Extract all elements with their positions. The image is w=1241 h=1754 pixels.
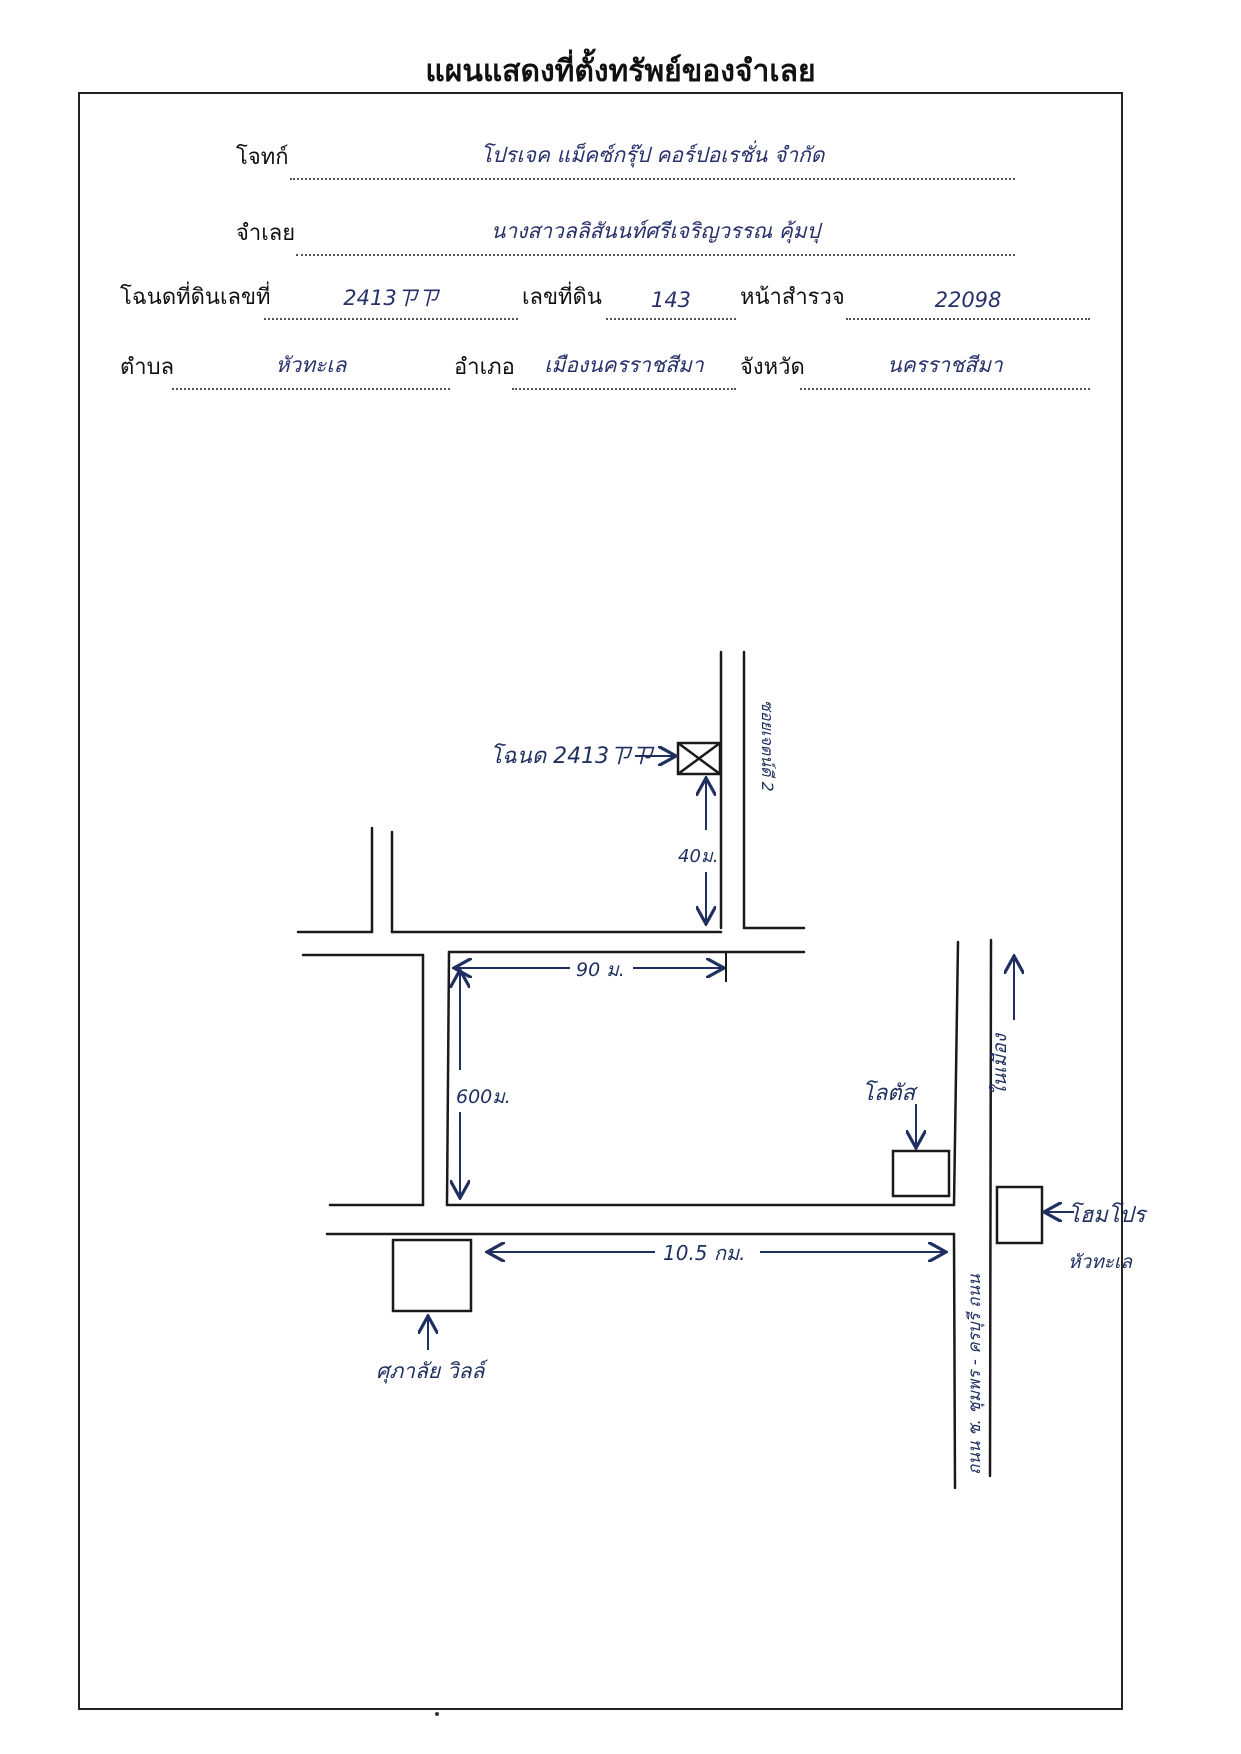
province-field: นครราชสีมา <box>800 352 1090 390</box>
deed-field: 2413ㄗㄗ <box>264 282 518 320</box>
survey-value: 22098 <box>934 288 1002 312</box>
lotus-label: โลตัส <box>862 1080 919 1106</box>
land-no-label: เลขที่ดิน <box>522 285 602 310</box>
deed-marker-cross-b <box>677 741 721 776</box>
province-label: จังหวัด <box>740 355 805 380</box>
location-row: ตำบล หัวทะเล อำเภอ เมืองนครราชสีมา จังหว… <box>0 350 1241 390</box>
homepro-building <box>995 1185 1044 1245</box>
plaintiff-field: โปรเจค แม็คซ์กรุ๊ป คอร์ปอเรชั่น จำกัด <box>290 142 1015 180</box>
district-label: อำเภอ <box>454 355 515 380</box>
land-no-field: 143 <box>606 282 736 320</box>
middle-road-right-edge <box>445 950 451 1207</box>
subdistrict-value: หัวทะเล <box>275 353 347 377</box>
roads <box>296 650 993 1490</box>
village-building <box>391 1238 473 1313</box>
village-label: ศุภาลัย วิลล์ <box>376 1359 488 1384</box>
highway-left-edge-top <box>952 940 960 1207</box>
homepro-label: โฮมโปร <box>1068 1202 1149 1228</box>
highway-left-edge-bottom <box>952 1232 957 1490</box>
deed-label: โฉนดที่ดินเลขที่ <box>120 285 271 310</box>
to-city-label: ในเมือง <box>988 1032 1011 1096</box>
deed-marker <box>676 741 722 776</box>
defendant-row: จำเลย นางสาวลลิสันนท์ศรีเจริญวรรณ คุ้มปุ <box>0 216 1241 256</box>
page-title: แผนแสดงที่ตั้งทรัพย์ของจำเลย <box>425 54 816 89</box>
document-frame <box>78 92 1123 1710</box>
defendant-value: นางสาวลลิสันนท์ศรีเจริญวรรณ คุ้มปุ <box>491 219 820 243</box>
deed-row: โฉนดที่ดินเลขที่ 2413ㄗㄗ เลขที่ดิน 143 หน… <box>0 280 1241 320</box>
dist-40-label: 40ม. <box>678 846 719 867</box>
plaintiff-row: โจทก์ โปรเจค แม็คซ์กรุ๊ป คอร์ปอเรชั่น จำ… <box>0 140 1241 180</box>
lotus-building <box>891 1149 951 1198</box>
dist-105-label: 10.5 กม. <box>663 1241 746 1265</box>
subdistrict-field: หัวทะเล <box>172 352 450 390</box>
plaintiff-label: โจทก์ <box>236 145 289 170</box>
defendant-label: จำเลย <box>236 221 296 246</box>
deed-marker-label: โฉนด 2413ㄗㄗ <box>490 743 655 769</box>
survey-label: หน้าสำรวจ <box>740 285 845 310</box>
road-name-label: ซอยเจตน์ดี 2 <box>758 700 777 792</box>
huathale-label: หัวทะเล <box>1068 1251 1133 1273</box>
highway-right-edge <box>988 938 993 1478</box>
district-field: เมืองนครราชสีมา <box>512 352 736 390</box>
district-value: เมืองนครราชสีมา <box>544 353 704 377</box>
dist-600-label: 600ม. <box>456 1086 511 1108</box>
highway-label: ถนน ช. ชุมพร - ครบุรี ถนน <box>965 1274 985 1475</box>
defendant-field: นางสาวลลิสันนท์ศรีเจริญวรรณ คุ้มปุ <box>296 218 1015 256</box>
plaintiff-value: โปรเจค แม็คซ์กรุ๊ป คอร์ปอเรชั่น จำกัด <box>480 143 825 167</box>
arrows <box>428 756 1074 1350</box>
survey-field: 22098 <box>846 282 1090 320</box>
province-value: นครราชสีมา <box>887 353 1003 377</box>
dist-90-label: 90 ม. <box>576 959 625 981</box>
deed-value: 2413ㄗㄗ <box>343 286 439 310</box>
buildings <box>391 1149 1044 1313</box>
page-mark <box>435 1712 439 1716</box>
deed-marker-box <box>676 741 722 776</box>
land-no-value: 143 <box>650 288 692 312</box>
subdistrict-label: ตำบล <box>120 355 175 380</box>
